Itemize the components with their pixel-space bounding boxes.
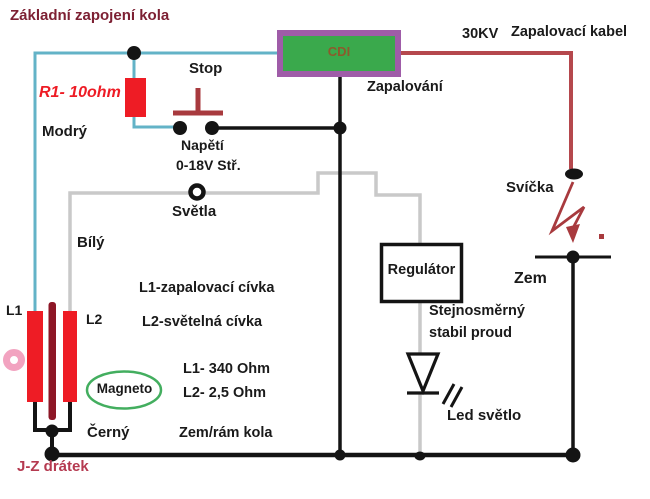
led-diode-icon [405,352,441,396]
coil-l2-resistance: L2- 2,5 Ohm [183,385,266,401]
blue-wire-resistor-branch [132,53,180,129]
ignition-cable-label: Zapalovací kabel [511,24,628,40]
voltage-label-line2: 0-18V Stř. [176,157,241,173]
coil-l2 [63,311,77,402]
lights-terminal-icon [188,183,206,201]
spark-plug-tip [565,168,583,180]
white-wire-label: Bílý [77,234,105,251]
regulator-label: Regulátor [387,262,456,278]
spark-arrowhead [566,224,580,243]
led-light-label: Led světlo [447,407,522,424]
junction-dot [45,424,59,438]
voltage-30kv-label: 30KV [462,26,499,42]
ground-node-dot [566,250,580,264]
lights-label: Světla [172,203,217,220]
black-wire-label: Černý [87,424,130,441]
jz-wire-label: J-Z drátek [17,458,89,475]
resistor-r1 [125,78,146,117]
blue-wire [33,51,277,311]
junction-dot [414,451,426,461]
ignition-cable [401,51,573,169]
frame-ground-label: Zem/rám kola [179,425,273,441]
lighting-wire [68,171,422,311]
resistor-r1-label: R1- 10ohm [39,84,121,101]
junction-dot [127,46,141,60]
regulator-box [379,242,464,304]
stop-contact-left [173,121,187,135]
junction-dot [565,447,581,463]
wheel-hub-icon [3,349,25,371]
junction-dot [334,449,346,461]
magneto-ellipse [85,370,163,410]
cdi-box [277,30,401,77]
coil-l1-resistance: L1- 340 Ohm [183,361,271,377]
blue-wire-label: Modrý [42,123,87,140]
coil-l1 [27,311,43,402]
ignition-label: Zapalování [367,79,443,95]
coil-l1-description: L1-zapalovací cívka [139,280,275,296]
stop-contact-right [205,121,219,135]
junction-dot [44,446,60,462]
spark-dot [599,234,604,239]
dc-current-label-line1: Stejnosměrný [429,303,525,319]
stop-label: Stop [189,60,223,77]
spark-zigzag-icon [548,181,586,236]
coil-l2-description: L2-světelná cívka [142,314,263,330]
magneto-core [48,302,56,420]
voltage-label-line1: Napětí [181,137,224,153]
magneto-label: Magneto [96,381,153,396]
diagram-title: Základní zapojení kola [10,7,170,24]
coil-l2-label: L2 [86,311,103,327]
led-emission-marks [441,383,464,408]
dc-current-label-line2: stabil proud [429,325,512,341]
ground-label: Zem [514,270,547,287]
coil-l1-label: L1 [6,302,23,318]
cdi-label: CDI [327,44,351,59]
spark-plug-label: Svíčka [506,179,554,196]
junction-dot [333,121,347,135]
